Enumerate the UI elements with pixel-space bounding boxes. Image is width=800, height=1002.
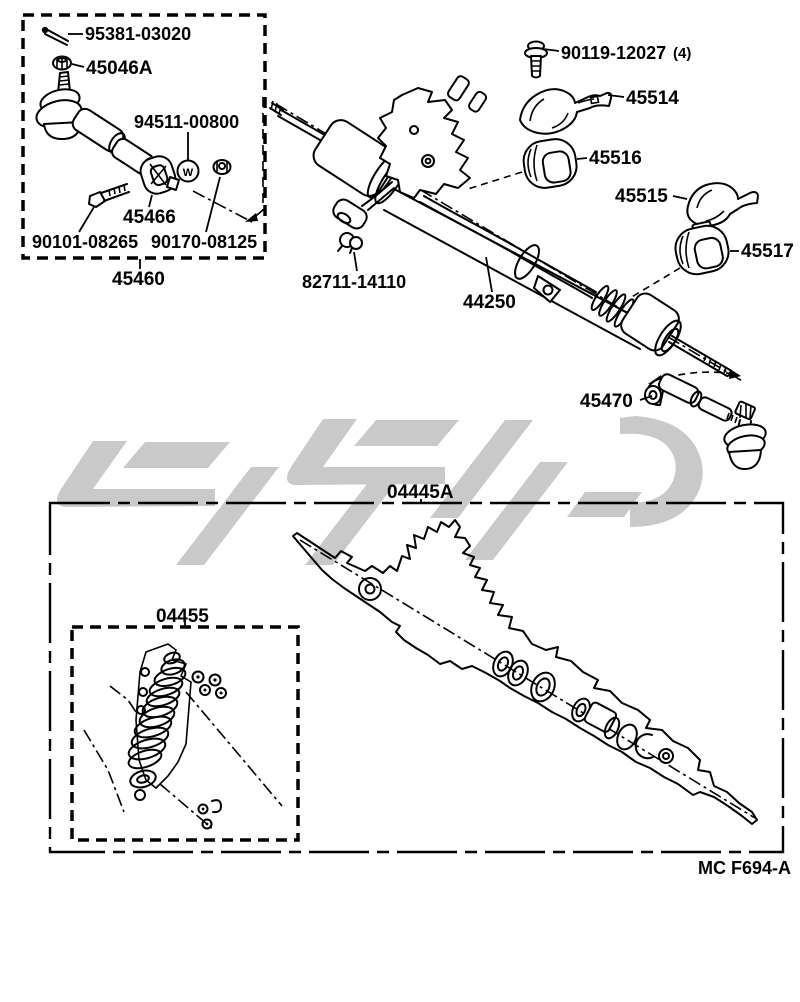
part-label-pipe-clip: 82711-14110 (302, 272, 406, 292)
clamp-nut-icon (212, 159, 232, 175)
part-label-housing-bolt-qty: (4) (673, 45, 691, 62)
part-label-bracket-upper: 45514 (626, 88, 679, 109)
part-label-grommet-upper: 45516 (589, 148, 642, 169)
pipe-clip-icon (337, 232, 363, 254)
part-label-clamp-bolt: 90101-08265 (32, 232, 138, 252)
seal-kit-stack-drawing (83, 643, 283, 831)
gasket-kit-outer-box (48, 501, 785, 854)
washer-icon: W (176, 159, 200, 183)
clamp-bolt-icon (88, 183, 130, 208)
seal-rings-drawing (492, 650, 674, 764)
bracket-45514-drawing (519, 88, 613, 135)
bracket-45515-drawing (686, 182, 759, 235)
part-label-grommet-lower: 45517 (741, 241, 794, 262)
part-label-cotter-pin: 95381-03020 (85, 24, 191, 44)
part-label-housing-bolt: 90119-12027 (561, 43, 666, 63)
housing-bolt-icon (524, 40, 548, 79)
kit-label-gasket-inner: 04455 (156, 606, 209, 627)
o-ring-cluster (191, 670, 227, 699)
part-label-tie-rod-nut: 45046A (86, 58, 153, 79)
grommet-45516-drawing (522, 138, 578, 189)
gasket-kit-section (48, 501, 785, 854)
part-label-bracket-lower: 45515 (615, 186, 668, 207)
gasket-kit-inner-box (70, 625, 300, 842)
grommet-45517-drawing (674, 224, 730, 276)
outer-tie-rod-end-drawing (697, 396, 767, 471)
tie-rod-kit-section: W (21, 13, 267, 269)
castle-nut-icon (52, 55, 72, 71)
washer-mark: W (183, 167, 194, 179)
figure-code: MC F694-A (698, 858, 791, 878)
part-label-rack-assembly: 44250 (463, 292, 516, 313)
part-label-rack-end: 45470 (580, 391, 633, 412)
kit-label-tie-rod: 45460 (112, 269, 165, 290)
steering-rack-drawing (269, 75, 745, 384)
kit-label-gasket-outer: 04445A (387, 482, 454, 503)
rack-silhouette-drawing (292, 519, 758, 825)
part-label-boot-clamp: 45466 (123, 207, 176, 228)
cotter-pin-icon (41, 26, 69, 46)
watermark-logo (57, 416, 703, 565)
part-label-clamp-nut: 90170-08125 (151, 232, 257, 252)
rack-end-drawing (644, 373, 703, 408)
tie-rod-drawing (35, 71, 156, 176)
boot-clamp-drawing (139, 155, 180, 195)
part-label-washer: 94511-00800 (134, 112, 239, 132)
tie-rod-kit-box (21, 13, 267, 260)
